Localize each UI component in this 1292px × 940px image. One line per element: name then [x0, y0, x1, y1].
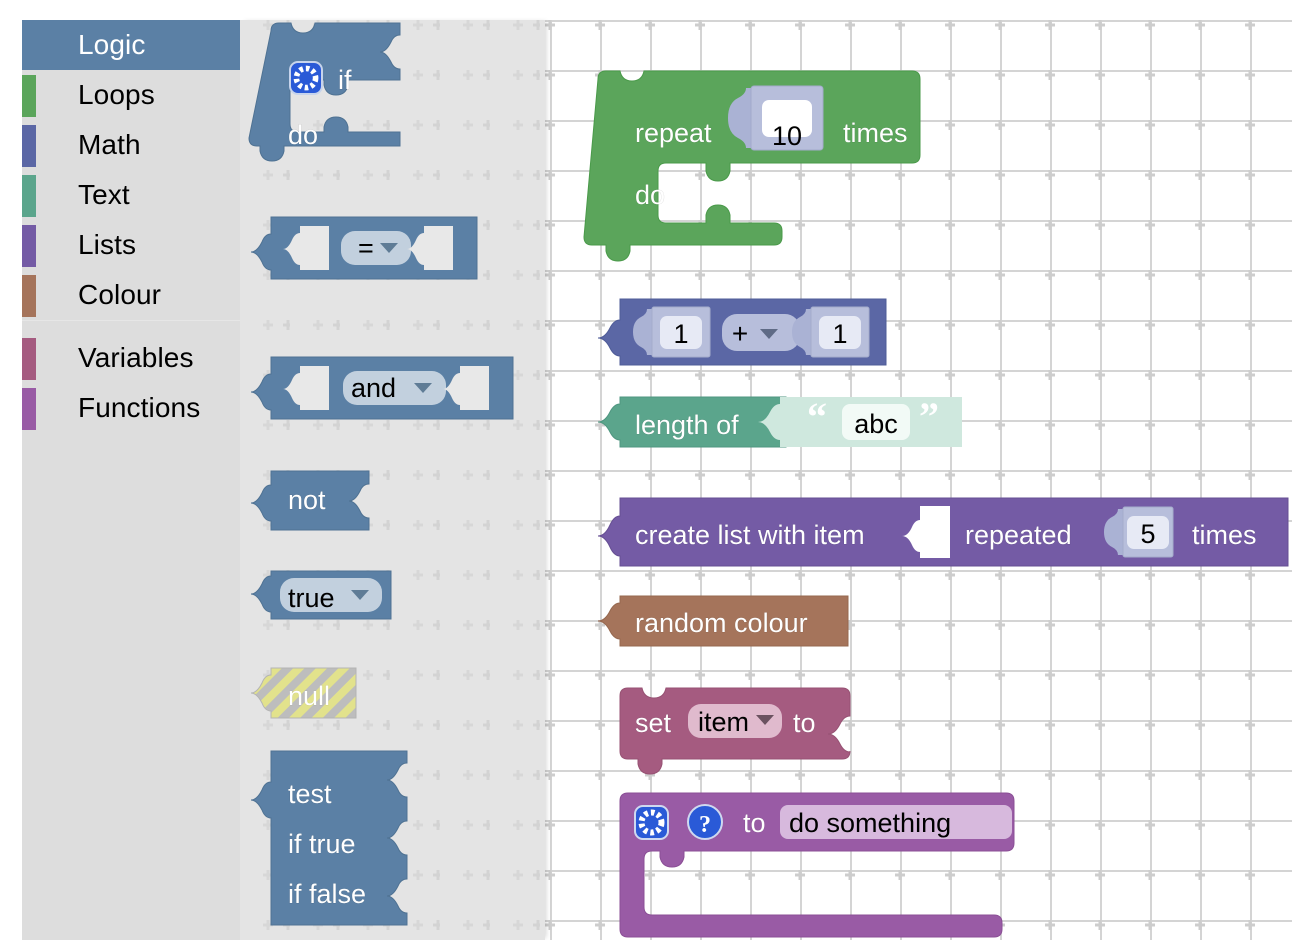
toolbox-category-label: Variables	[78, 342, 194, 373]
flyout-block-logic-ternary[interactable]	[250, 750, 408, 926]
block-text-length[interactable]	[597, 396, 962, 448]
times-label: times	[843, 118, 908, 148]
category-colour-swatch-loops	[22, 75, 36, 117]
if-mutator-gear-icon[interactable]	[289, 61, 323, 95]
set-to-label: to	[793, 708, 816, 738]
workspace-blocks: repeat 10 times do 1 + 1	[583, 70, 1289, 938]
toolbox-category-label: Logic	[78, 29, 146, 60]
toolbox-category-label: Lists	[78, 229, 137, 260]
toolbox-category-label: Math	[78, 129, 141, 160]
block-colour-random[interactable]	[597, 595, 849, 647]
operation-operator-field[interactable]: and	[351, 373, 396, 403]
toolbox-flyout[interactable]: if do = and	[240, 20, 545, 940]
variable-name-field[interactable]: item	[698, 707, 749, 737]
toolbox-category-label: Colour	[78, 279, 162, 310]
compare-operator-field[interactable]: =	[358, 233, 374, 263]
if-do-label: do	[288, 120, 318, 150]
procedure-name-field[interactable]: do something	[789, 808, 951, 838]
list-times-label: times	[1192, 520, 1257, 550]
math-left-field[interactable]: 1	[673, 319, 688, 349]
boolean-value-field[interactable]: true	[288, 583, 335, 613]
svg-text:?: ?	[699, 812, 711, 838]
math-right-field[interactable]: 1	[832, 319, 847, 349]
block-lists-repeat[interactable]	[597, 497, 1289, 567]
math-operator-field[interactable]: +	[732, 318, 748, 349]
toolbox-category-math[interactable]: Math	[22, 120, 240, 170]
flyout-block-logic-negate[interactable]	[250, 470, 370, 531]
list-count-field[interactable]: 5	[1140, 519, 1155, 549]
block-controls-repeat[interactable]	[583, 70, 921, 262]
block-math-arithmetic[interactable]	[597, 298, 887, 366]
flyout-blocks: if do = and	[240, 20, 545, 940]
random-colour-label: random colour	[635, 608, 808, 638]
repeated-label: repeated	[965, 520, 1072, 550]
flyout-block-logic-null[interactable]	[250, 667, 357, 719]
toolbox-category-text[interactable]: Text	[22, 170, 240, 220]
quote-open-icon: “	[807, 394, 827, 439]
text-value-field[interactable]: abc	[854, 409, 898, 439]
toolbox-category-label: Functions	[78, 392, 201, 423]
set-label: set	[635, 708, 672, 738]
toolbox-category-colour[interactable]: Colour	[22, 270, 240, 320]
ternary-if-false-label: if false	[288, 879, 366, 909]
create-list-label: create list with item	[635, 520, 865, 550]
length-of-label: length of	[635, 410, 739, 440]
toolbox-category-functions[interactable]: Functions	[22, 383, 240, 433]
toolbox-category-label: Text	[78, 179, 130, 210]
toolbox-category-loops[interactable]: Loops	[22, 70, 240, 120]
ternary-if-true-label: if true	[288, 829, 356, 859]
category-colour-swatch-text	[22, 175, 36, 217]
flyout-block-logic-operation[interactable]	[250, 356, 514, 420]
category-colour-swatch-math	[22, 125, 36, 167]
toolbox-category-logic[interactable]: Logic	[22, 20, 240, 70]
repeat-count-field[interactable]: 10	[772, 121, 802, 151]
toolbox-category-lists[interactable]: Lists	[22, 220, 240, 270]
category-colour-swatch-colour	[22, 275, 36, 317]
if-label: if	[338, 65, 352, 95]
toolbox[interactable]: Logic Loops Math Text Lists Colour Varia…	[22, 20, 240, 940]
not-label: not	[288, 485, 326, 515]
procedure-mutator-gear-icon[interactable]	[634, 805, 669, 840]
flyout-block-controls-if[interactable]	[248, 22, 401, 162]
toolbox-category-label: Loops	[78, 79, 155, 110]
category-colour-swatch-lists	[22, 225, 36, 267]
toolbox-separator	[22, 320, 240, 333]
flyout-block-logic-boolean[interactable]	[250, 570, 392, 620]
procedure-help-icon[interactable]: ?	[687, 804, 723, 840]
quote-close-icon: ”	[919, 394, 939, 439]
toolbox-category-variables[interactable]: Variables	[22, 333, 240, 383]
procedure-to-label: to	[743, 808, 766, 838]
boolean-dropdown-arrow-icon[interactable]	[351, 590, 369, 600]
category-colour-swatch-variables	[22, 338, 36, 380]
ternary-test-label: test	[288, 779, 332, 809]
repeat-do-label: do	[635, 180, 665, 210]
block-variables-set[interactable]	[619, 687, 851, 775]
repeat-label: repeat	[635, 118, 712, 148]
flyout-block-logic-compare[interactable]	[250, 216, 478, 280]
workspace-canvas[interactable]: repeat 10 times do 1 + 1	[22, 20, 1292, 940]
null-label: null	[288, 681, 330, 711]
category-colour-swatch-functions	[22, 388, 36, 430]
